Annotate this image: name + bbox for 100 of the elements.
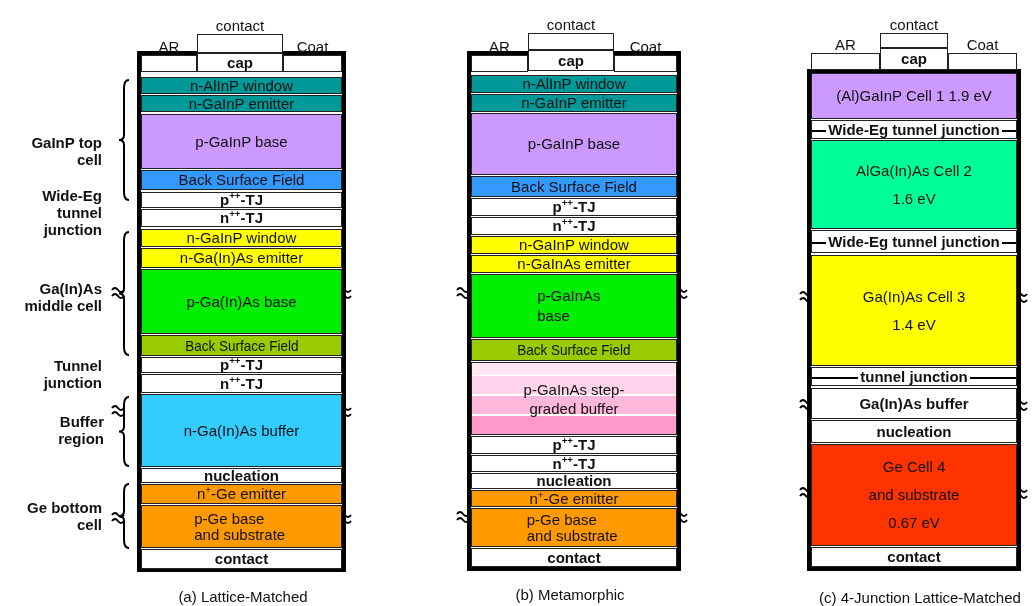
layer-label: Back Surface Field [184,337,299,354]
layer-label: n$^{++}$-TJ [219,210,264,226]
layer-label: contact [547,549,601,566]
layer-label: contact [214,551,269,567]
layer-label: contact [214,18,266,34]
layer [811,255,1017,366]
layer-label: p-GaInP base [527,136,621,152]
panel-caption: (c) 4-Junction Lattice-Matched [818,589,1022,606]
layer-label: n-Ga(In)As buffer [183,422,300,439]
layer [141,335,342,356]
layer [141,394,342,467]
layer-label: contact [887,549,941,565]
layer [811,547,1017,567]
layer-label: n-AlInP window [189,77,294,94]
layer [197,53,283,72]
panel-caption: (a) Lattice-Matched [177,588,309,605]
layer-label: nucleation [204,467,279,484]
layer-label: cap [901,51,927,67]
region-label: Ga(In)As middle cell [23,280,102,314]
layer-label: p-Ge base and substrate [526,511,619,544]
layer-label: 1.6 eV [892,188,936,209]
layer-label: nucleation [876,423,952,440]
layer-label: and substrate [868,485,960,505]
layer-label: p-GaInP base [195,133,288,150]
layer [141,468,342,483]
region-label: Buffer region [57,413,104,447]
layer [471,455,677,472]
layer-label: contact [888,17,940,33]
layer-label: 0.67 eV [888,513,940,533]
layer-label: cap [558,52,584,69]
layer-label: Wide-Eg tunnel junction [826,121,1002,138]
layer-label: p-Ge base and substrate [194,510,287,543]
layer [811,388,1017,419]
layer [141,549,342,569]
layer [141,77,342,94]
layer [471,339,677,361]
layer [811,140,1017,229]
layer [811,420,1017,443]
layer [471,75,677,93]
layer-label: Wide-Eg tunnel junction [826,233,1002,250]
layer [471,548,677,567]
panel-caption: (b) Metamorphic [514,586,626,603]
region-label: GaInP top cell [30,134,102,168]
layer [471,362,677,435]
layer [471,274,677,338]
layer [141,95,342,112]
layer-label: p-Ga(In)As base [186,293,297,310]
layer [811,367,1017,386]
layer [471,198,677,216]
layer-label: Back Surface Field [178,172,305,188]
layer [471,436,677,454]
layer [141,170,342,190]
layer [471,508,677,547]
layer-label: AR [157,39,181,55]
layer-label: cap [227,54,253,71]
layer-label: Ga(In)As buffer [859,395,969,412]
layer-label: p$^{++}$-TJ [219,357,264,373]
layer [141,114,342,169]
layer-label: n-GaInAs emitter [517,256,631,272]
layer-label: Coat [628,39,663,55]
layer-label: p$^{++}$-TJ [552,437,596,453]
layer-label: Coat [295,39,330,55]
layer-label: p-GaInAs base [537,286,602,326]
layer-label: n$^{++}$-TJ [552,218,596,234]
layer-label: AR [488,39,511,55]
layer [811,120,1017,139]
region-label: Wide-Eg tunnel junction [41,187,102,238]
layer [471,490,677,507]
layer [141,505,342,548]
layer [141,209,342,227]
layer-label: Ge Cell 4 [882,457,946,477]
layer-label: AR [834,37,857,53]
region-label: Ge bottom cell [26,499,102,533]
layer-label: Back Surface Field [517,342,631,358]
layer-label: p-GaInAs step-graded buffer [522,379,626,418]
layer [811,73,1017,119]
layer [141,357,342,373]
layer-label: n-GaInP window [519,237,629,253]
layer-label: n-GaInP emitter [188,95,295,112]
layer-label: n$^{++}$-TJ [219,375,264,392]
layer-label: n-AlInP window [522,76,626,92]
layer [471,236,677,254]
layer [141,192,342,208]
layer-label: n$^{++}$-TJ [552,455,596,472]
layer [141,248,342,268]
layer-label: p$^{++}$-TJ [219,192,264,208]
layer [471,473,677,489]
layer-label: p$^{++}$-TJ [552,199,596,215]
layer [141,374,342,393]
layer [141,269,342,334]
layer-label: tunnel junction [858,368,970,385]
layer-label: n$^{+}$-Ge emitter [529,490,619,507]
layer-label: nucleation [536,473,612,489]
layer-label: 1.4 eV [892,314,936,335]
layer-label: AlGa(In)As Cell 2 [856,160,972,181]
layer [141,484,342,504]
layer-label: Ga(In)As Cell 3 [862,286,966,307]
layer-label: n$^{+}$-Ge emitter [196,486,287,502]
region-label: Tunnel junction [42,357,102,391]
layer-label: contact [545,17,597,33]
